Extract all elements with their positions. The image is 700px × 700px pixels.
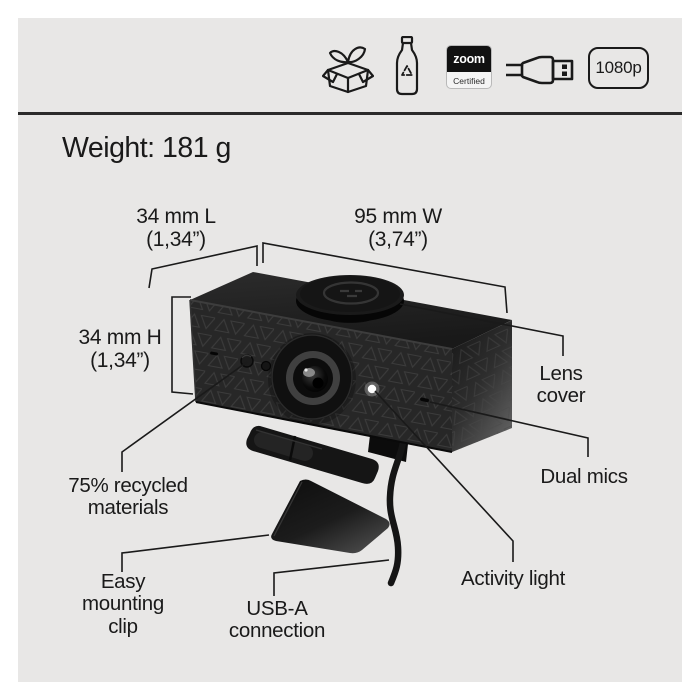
- zoom-badge-label: zoom: [447, 46, 491, 72]
- resolution-badge-label: 1080p: [595, 58, 642, 77]
- dimension-height-label: 34 mm H (1,34”): [78, 326, 162, 372]
- recyclable-packaging-icon: [322, 46, 374, 94]
- callout-lines: [121, 303, 589, 596]
- resolution-badge: 1080p: [588, 47, 649, 89]
- recyclable-bottle-icon: [395, 36, 419, 96]
- lens-cover: [296, 275, 404, 323]
- dimension-length-label: 34 mm L (1,34”): [136, 205, 216, 251]
- camera-lens: [268, 333, 356, 425]
- zoom-badge-sublabel: Certified: [453, 75, 485, 86]
- weight-label: Weight: 181 g: [62, 132, 231, 164]
- hp-logo-icon: [322, 281, 380, 305]
- callout-dual-mics: Dual mics: [540, 465, 628, 488]
- mounting-clip-foot: [271, 479, 390, 554]
- usb-cable: [386, 439, 407, 587]
- callout-usb-connection: USB-A connection: [228, 597, 326, 643]
- usb-plug-icon: [506, 55, 574, 85]
- zoom-certified-badge: zoom Certified: [446, 45, 492, 89]
- header-divider: [18, 112, 682, 115]
- callout-mounting-clip: Easy mounting clip: [82, 570, 164, 638]
- mounting-clip-arm: [246, 425, 379, 484]
- dimension-lines: [148, 242, 508, 395]
- callout-recycled-materials: 75% recycled materials: [68, 474, 188, 520]
- dimension-width-label: 95 mm W (3,74”): [354, 205, 442, 251]
- left-mic-hole: [210, 351, 219, 356]
- callout-activity-light: Activity light: [460, 567, 566, 590]
- right-mic-hole: [420, 397, 429, 403]
- callout-lens-cover: Lens cover: [536, 362, 586, 408]
